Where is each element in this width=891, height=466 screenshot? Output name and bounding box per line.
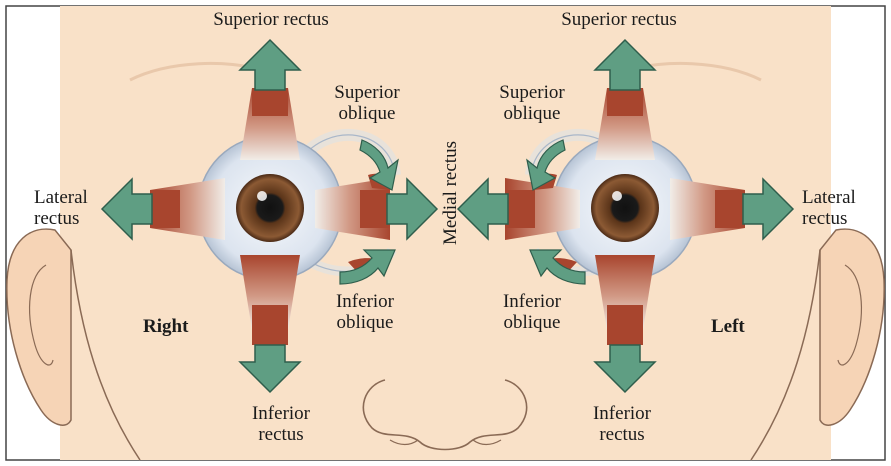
- label-medial-rectus: Medial rectus: [440, 141, 462, 245]
- label-right-inferior-rectus: Inferior rectus: [236, 403, 326, 445]
- label-left-inferior-rectus: Inferior rectus: [577, 403, 667, 445]
- label-right-lateral-rectus: Lateral rectus: [34, 187, 88, 229]
- label-right-inferior-oblique: Inferior oblique: [320, 291, 410, 333]
- label-left-inferior-oblique: Inferior oblique: [487, 291, 577, 333]
- label-left-lateral-rectus: Lateral rectus: [802, 187, 856, 229]
- label-left-superior-rectus: Superior rectus: [544, 9, 694, 30]
- label-side-right: Right: [143, 316, 188, 337]
- label-right-superior-oblique: Superior oblique: [322, 82, 412, 124]
- label-right-superior-rectus: Superior rectus: [196, 9, 346, 30]
- label-left-superior-oblique: Superior oblique: [487, 82, 577, 124]
- label-side-left: Left: [711, 316, 745, 337]
